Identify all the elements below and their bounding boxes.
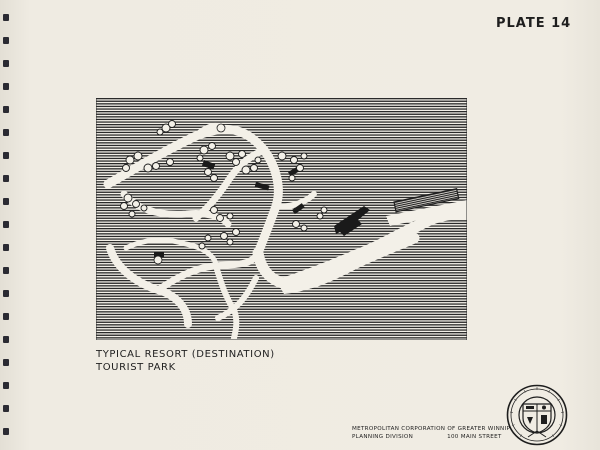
shoreline-road [276,209,467,294]
map-caption: TYPICAL RESORT (DESTINATION) TOURIST PAR… [96,348,275,374]
organization-block: METROPOLITAN CORPORATION OF GREATER WINN… [352,426,519,441]
plate-title: PLATE 14 [496,16,572,31]
spiral-binding [0,14,12,444]
organization-name: METROPOLITAN CORPORATION OF GREATER WINN… [352,426,519,432]
tree-clusters [120,120,328,250]
street-address: 100 MAIN STREET [447,433,502,440]
organization-division-line: PLANNING DIVISION 100 MAIN STREET [352,434,519,442]
road-network [103,122,420,340]
caption-line-1: TYPICAL RESORT (DESTINATION) [96,349,275,360]
parking-pier [386,200,467,226]
site-plan-map [96,98,467,340]
division-name: PLANNING DIVISION [352,433,414,440]
lodge-building [334,206,370,236]
corporation-seal-icon [506,384,568,446]
turnarounds [153,123,226,265]
caption-line-2: TOURIST PARK [96,362,176,373]
